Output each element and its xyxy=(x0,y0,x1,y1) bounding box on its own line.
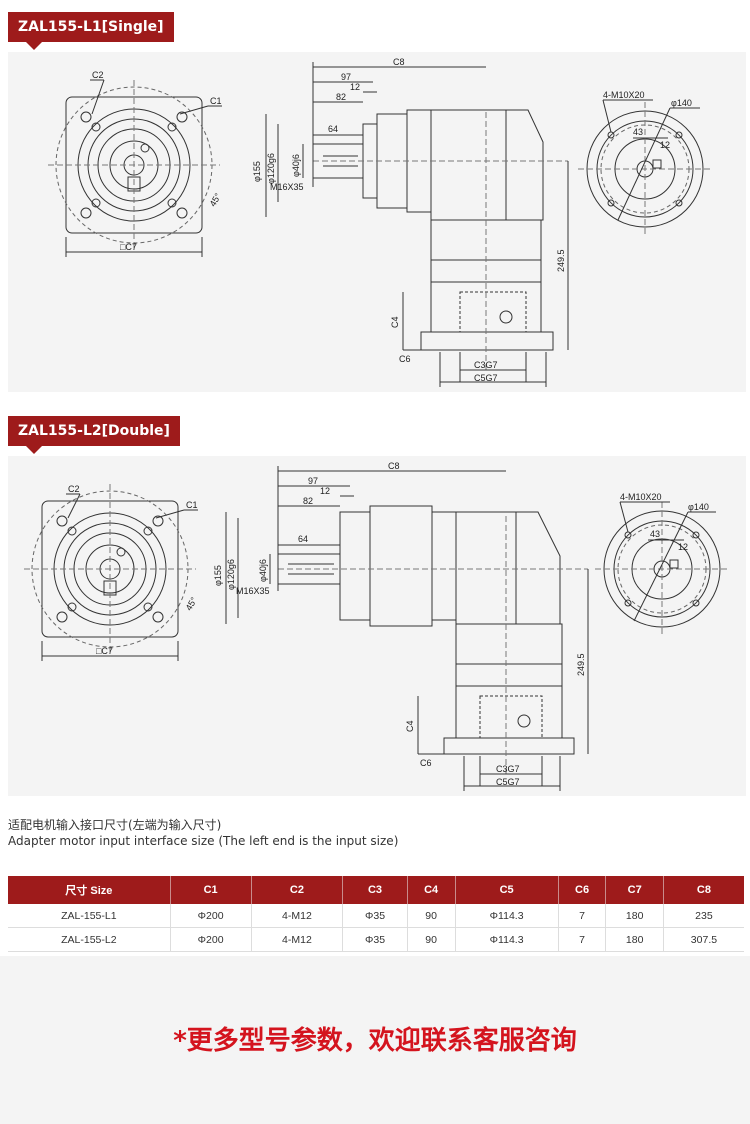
header-c8: C8 xyxy=(663,876,744,904)
table-cell: Φ200 xyxy=(170,927,252,952)
label-m10: 4-M10X20 xyxy=(603,90,645,100)
table-cell: ZAL-155-L2 xyxy=(8,927,171,952)
table-cell: Φ114.3 xyxy=(455,904,559,928)
section-title-l2: ZAL155-L2[Double] xyxy=(8,416,180,454)
diagram-l1: C2 C1 □C7 45° C8 97 12 82 64 φ155 φ120g6… xyxy=(48,57,713,387)
spec-table: 尺寸 Size C1 C2 C3 C4 C5 C6 C7 C8 ZAL-155-… xyxy=(8,876,744,952)
header-size: 尺寸 Size xyxy=(8,876,171,904)
header-c3: C3 xyxy=(342,876,408,904)
label-phi120: φ120g6 xyxy=(266,153,276,184)
table-cell: 4-M12 xyxy=(251,904,344,928)
table-cell: 7 xyxy=(558,904,607,928)
label-c7: □C7 xyxy=(96,646,113,656)
label-43: 43 xyxy=(633,127,643,137)
header-c4: C4 xyxy=(407,876,456,904)
label-12: 12 xyxy=(350,82,360,92)
label-phi140: φ140 xyxy=(671,98,692,108)
table-cell: Φ114.3 xyxy=(455,927,559,952)
label-c1: C1 xyxy=(186,500,198,510)
label-m16: M16X35 xyxy=(236,586,270,596)
label-c2: C2 xyxy=(92,70,104,80)
label-phi40: φ40j6 xyxy=(258,559,268,582)
drawing-l2: C2 C1 □C7 45° C8 97 12 82 64 φ155 φ120g6… xyxy=(8,456,746,796)
table-cell: 90 xyxy=(407,927,456,952)
label-64: 64 xyxy=(328,124,338,134)
label-m16: M16X35 xyxy=(270,182,304,192)
label-c8: C8 xyxy=(388,461,400,471)
label-c8: C8 xyxy=(393,57,405,67)
label-249: 249.5 xyxy=(556,249,566,272)
label-phi155: φ155 xyxy=(213,565,223,586)
footer-text: *更多型号参数，欢迎联系客服咨询 xyxy=(173,1026,577,1056)
table-cell: Φ35 xyxy=(342,904,408,928)
section-title-l1: ZAL155-L1[Single] xyxy=(8,12,174,50)
label-c4: C4 xyxy=(405,720,415,732)
table-cell: 307.5 xyxy=(663,927,744,952)
label-82: 82 xyxy=(336,92,346,102)
label-c4: C4 xyxy=(390,316,400,328)
header-c7: C7 xyxy=(605,876,664,904)
table-cell: 7 xyxy=(558,927,607,952)
table-cell: Φ200 xyxy=(170,904,252,928)
label-c2: C2 xyxy=(68,484,80,494)
label-c6: C6 xyxy=(420,758,432,768)
label-97: 97 xyxy=(341,72,351,82)
label-97: 97 xyxy=(308,476,318,486)
table-header-row: 尺寸 Size C1 C2 C3 C4 C5 C6 C7 C8 xyxy=(8,876,744,904)
table-cell: 4-M12 xyxy=(251,927,344,952)
table-cell: 235 xyxy=(663,904,744,928)
header-c2: C2 xyxy=(251,876,344,904)
label-m10: 4-M10X20 xyxy=(620,492,662,502)
label-249: 249.5 xyxy=(576,653,586,676)
header-c5: C5 xyxy=(455,876,559,904)
note-chinese: 适配电机输入接口尺寸(左端为输入尺寸) xyxy=(8,818,222,832)
table-cell: 180 xyxy=(605,927,664,952)
label-phi40: φ40j6 xyxy=(291,154,301,177)
table-cell: Φ35 xyxy=(342,927,408,952)
label-64: 64 xyxy=(298,534,308,544)
label-c6: C6 xyxy=(399,354,411,364)
table-row: ZAL-155-L2 Φ200 4-M12 Φ35 90 Φ114.3 7 18… xyxy=(8,927,744,952)
label-12b: 12 xyxy=(678,542,688,552)
output-shaft xyxy=(312,143,364,179)
header-c1: C1 xyxy=(170,876,252,904)
table-row: ZAL-155-L1 Φ200 4-M12 Φ35 90 Φ114.3 7 18… xyxy=(8,904,744,928)
footer-band xyxy=(0,956,750,1124)
label-c3: C3G7 xyxy=(474,360,498,370)
drawing-l1: C2 C1 □C7 45° C8 97 12 82 64 φ155 φ120g6… xyxy=(8,52,746,392)
table-cell: ZAL-155-L1 xyxy=(8,904,171,928)
label-12b: 12 xyxy=(660,140,670,150)
table-cell: 90 xyxy=(407,904,456,928)
label-c1: C1 xyxy=(210,96,222,106)
note-english: Adapter motor input interface size (The … xyxy=(8,834,399,848)
label-phi155: φ155 xyxy=(252,161,262,182)
label-43: 43 xyxy=(650,529,660,539)
diagram-l2: C2 C1 □C7 45° C8 97 12 82 64 φ155 φ120g6… xyxy=(24,461,730,791)
label-angle: 45° xyxy=(208,191,224,208)
label-12: 12 xyxy=(320,486,330,496)
label-c5: C5G7 xyxy=(474,373,498,383)
label-phi120: φ120g6 xyxy=(226,559,236,590)
label-phi140: φ140 xyxy=(688,502,709,512)
label-c7: □C7 xyxy=(120,242,137,252)
table-cell: 180 xyxy=(605,904,664,928)
label-82: 82 xyxy=(303,496,313,506)
label-c5: C5G7 xyxy=(496,777,520,787)
label-angle: 45° xyxy=(184,595,200,612)
header-c6: C6 xyxy=(558,876,607,904)
label-c3: C3G7 xyxy=(496,764,520,774)
